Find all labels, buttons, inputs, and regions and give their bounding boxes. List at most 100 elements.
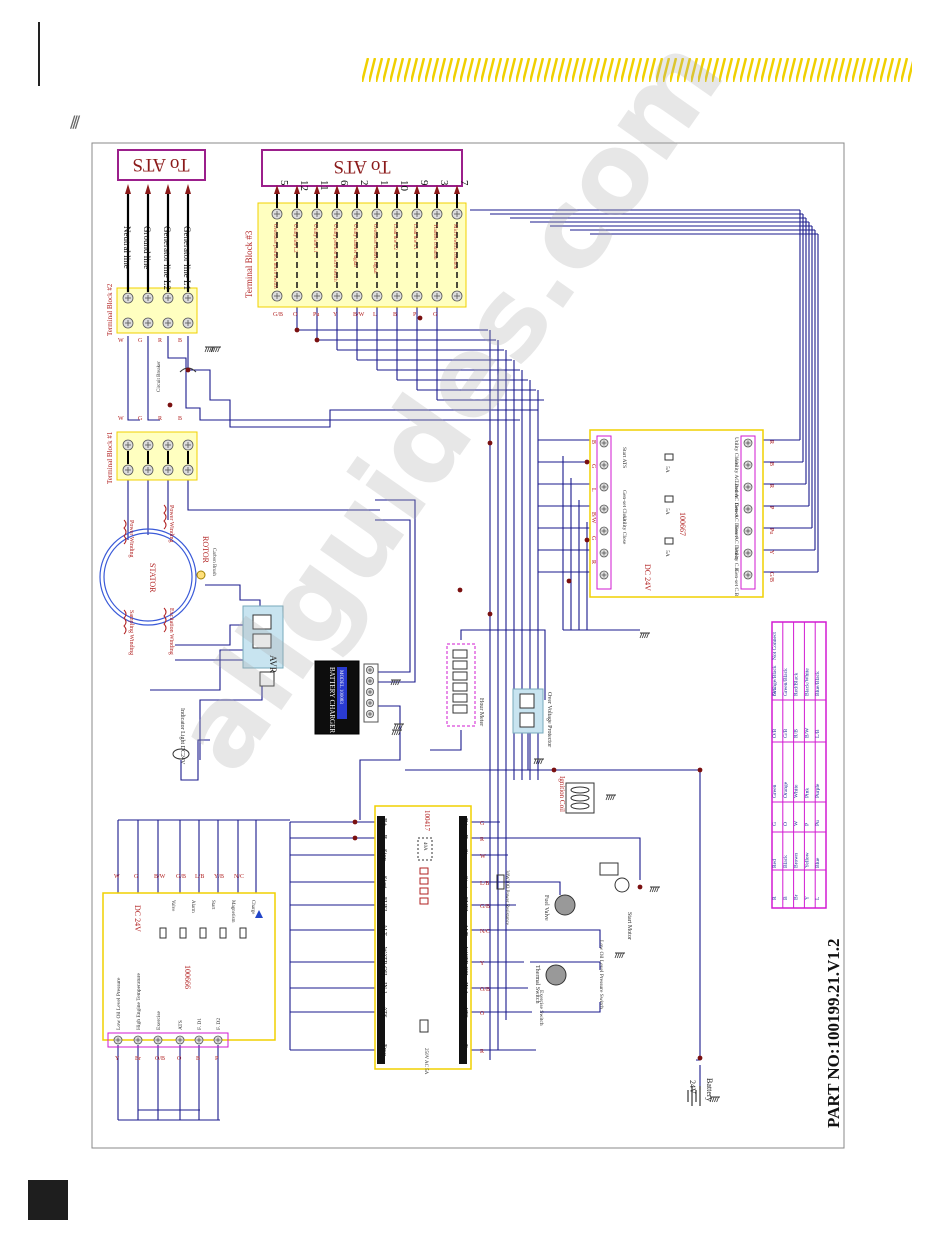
wire (530, 961, 601, 970)
controller-100666-wire: B (196, 1056, 200, 1062)
legend-entry: Black (783, 855, 789, 868)
ground-symbol (400, 723, 403, 730)
controller-100667-wire: R (590, 560, 596, 564)
controller-100666 (102, 892, 276, 1041)
ground-symbol (204, 346, 208, 353)
controller-100417-terminal-left: IN 1 (381, 982, 388, 994)
arrow-head (185, 184, 191, 194)
legend-entry: Purple (815, 783, 821, 798)
legend-entry: P (804, 823, 810, 826)
controller-100417-terminal-left: ALT (381, 924, 388, 936)
controller-100417-wire: O/B (480, 987, 490, 993)
controller-100417-relay (419, 887, 429, 895)
ground-symbol (210, 346, 214, 353)
legend-entry: B (783, 896, 789, 900)
controller-100667-label: Utility Close (621, 516, 627, 545)
indicator-light-label: Indicator Light DC24V (179, 708, 185, 765)
part-number: PART NO:100199.21.V1.2 (824, 938, 843, 1128)
legend-entry: B/W (804, 727, 810, 738)
controller-100666-input-label: Low Oil Level Pressure (116, 977, 122, 1030)
tb2-line-label: Generator line L2 (162, 226, 172, 290)
winding-label: Excitation Winding (168, 608, 174, 655)
controller-100666-led-label: Magnetism (230, 900, 235, 923)
ground-symbol (614, 952, 618, 959)
ovp-connector (519, 693, 535, 709)
controller-100417-right-rail (459, 816, 467, 1064)
tb3-number: 6 (338, 180, 350, 186)
charger-model-label: MODEL 100083 (338, 670, 343, 704)
winding-coil (163, 504, 167, 530)
controller-100417-left-rail (377, 816, 385, 1064)
wire (167, 336, 520, 421)
arrow-head (394, 185, 400, 194)
arrow-head (354, 185, 360, 194)
tb1-wire-label: R (158, 416, 162, 422)
tb3-signal-label: Transfer common (432, 224, 437, 260)
battery-charger-label: BATTERY CHARGER (328, 667, 336, 733)
controller-100667-relay-label: 5A (664, 508, 670, 515)
controller-100667-relay-label: 5A (664, 466, 670, 473)
avr-connector (252, 614, 272, 630)
controller-100667-wire: B (590, 440, 596, 444)
controller-100417-terminal-right: ALT (462, 924, 469, 936)
controller-100667-wire: B/W (590, 512, 596, 524)
tb3-wire-label: Pu (313, 312, 319, 318)
controller-100666-terminal-strip (107, 1032, 229, 1048)
controller-100666-wire: O/B (155, 1056, 165, 1062)
controller-100417-terminal-left: Start (381, 876, 388, 888)
tb3-number: 1 (378, 180, 390, 186)
controller-100417-terminal-left: ATS (381, 1006, 388, 1018)
controller-100417-relay (419, 877, 429, 885)
tb2-line-label: Generator line L1 (182, 226, 192, 290)
power-resistance-label: 30W10Ω Power Resistance (504, 870, 509, 926)
controller-100667-label: Gen-AC Detect (733, 503, 739, 538)
wire (147, 336, 160, 421)
tb3-signal-label: Utility position micro switch (332, 224, 337, 282)
stator-ring (99, 528, 197, 626)
legend-entry: Not Connect (772, 632, 778, 660)
wire (460, 629, 546, 700)
charger-terminal-strip (363, 663, 379, 723)
wire (127, 336, 140, 421)
legend-entry: Y (804, 896, 810, 900)
junction-dot (457, 587, 463, 593)
legend-entry: Yellow (804, 852, 810, 868)
ground-symbol (398, 723, 401, 730)
junction-dot (584, 537, 590, 543)
arrow-head (414, 185, 420, 194)
wire (180, 739, 210, 781)
controller-100417-terminal-right: FUEL (462, 897, 469, 913)
power-resistance (496, 874, 505, 890)
junction-dot (566, 578, 572, 584)
controller-100667-label: Start ATS (621, 447, 627, 468)
controller-100667-wire: P (768, 506, 774, 510)
junction-dot (314, 337, 320, 343)
tb1-wire-label: W (118, 416, 124, 422)
hour-meter-digit (452, 660, 468, 670)
avr-plug (259, 671, 275, 687)
controller-100667-wire: L (590, 488, 596, 492)
controller-100667-wire: G (590, 464, 596, 469)
controller-100417-wire: G/B (480, 904, 490, 910)
hour-meter-digit (452, 693, 468, 703)
legend-entry: Blue (815, 857, 821, 868)
tb3-signal-label: Utility transfer signal (352, 224, 357, 267)
controller-100666-wire: P (215, 1056, 219, 1062)
ground-symbol (616, 952, 620, 959)
controller-100666-wire: Y (115, 1056, 120, 1062)
arrow-head (145, 184, 151, 194)
controller-100667-left-strip (596, 435, 612, 590)
legend-entry: R (772, 896, 778, 900)
charger-model-plate (337, 667, 347, 719)
winding-coil (163, 607, 167, 633)
ground-symbol (392, 679, 396, 686)
controller-100417-wire: R (480, 1049, 484, 1055)
circuit-breaker-label: Circuit Breaker (157, 361, 162, 392)
ground-symbol (651, 886, 655, 893)
ground-symbol (212, 346, 216, 353)
junction-dot (584, 459, 590, 465)
controller-100667-label: Gen-AC Detect (733, 525, 739, 560)
wire (520, 929, 601, 948)
controller-100417-wire: N/C (480, 929, 490, 935)
controller-100666-led-label: Charge (250, 900, 255, 915)
